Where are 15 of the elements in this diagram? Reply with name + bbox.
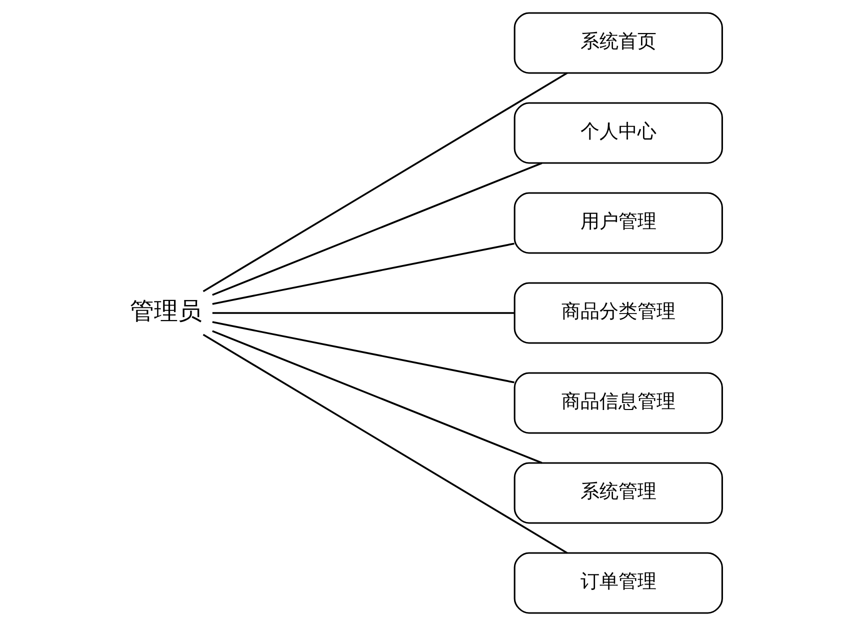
node-box: 系统首页 <box>514 12 723 74</box>
node-box: 个人中心 <box>514 102 723 164</box>
node-box: 商品信息管理 <box>514 372 723 434</box>
connector <box>212 242 514 305</box>
connector <box>212 162 542 296</box>
node-text: 管理员 <box>130 297 202 325</box>
connector <box>202 334 568 554</box>
node-box: 系统管理 <box>514 462 723 524</box>
node-box: 用户管理 <box>514 192 723 254</box>
connector <box>212 321 514 384</box>
connector <box>212 330 542 464</box>
connector <box>212 312 514 314</box>
connector <box>202 72 568 292</box>
node-box: 订单管理 <box>514 552 723 614</box>
node-box: 商品分类管理 <box>514 282 723 344</box>
